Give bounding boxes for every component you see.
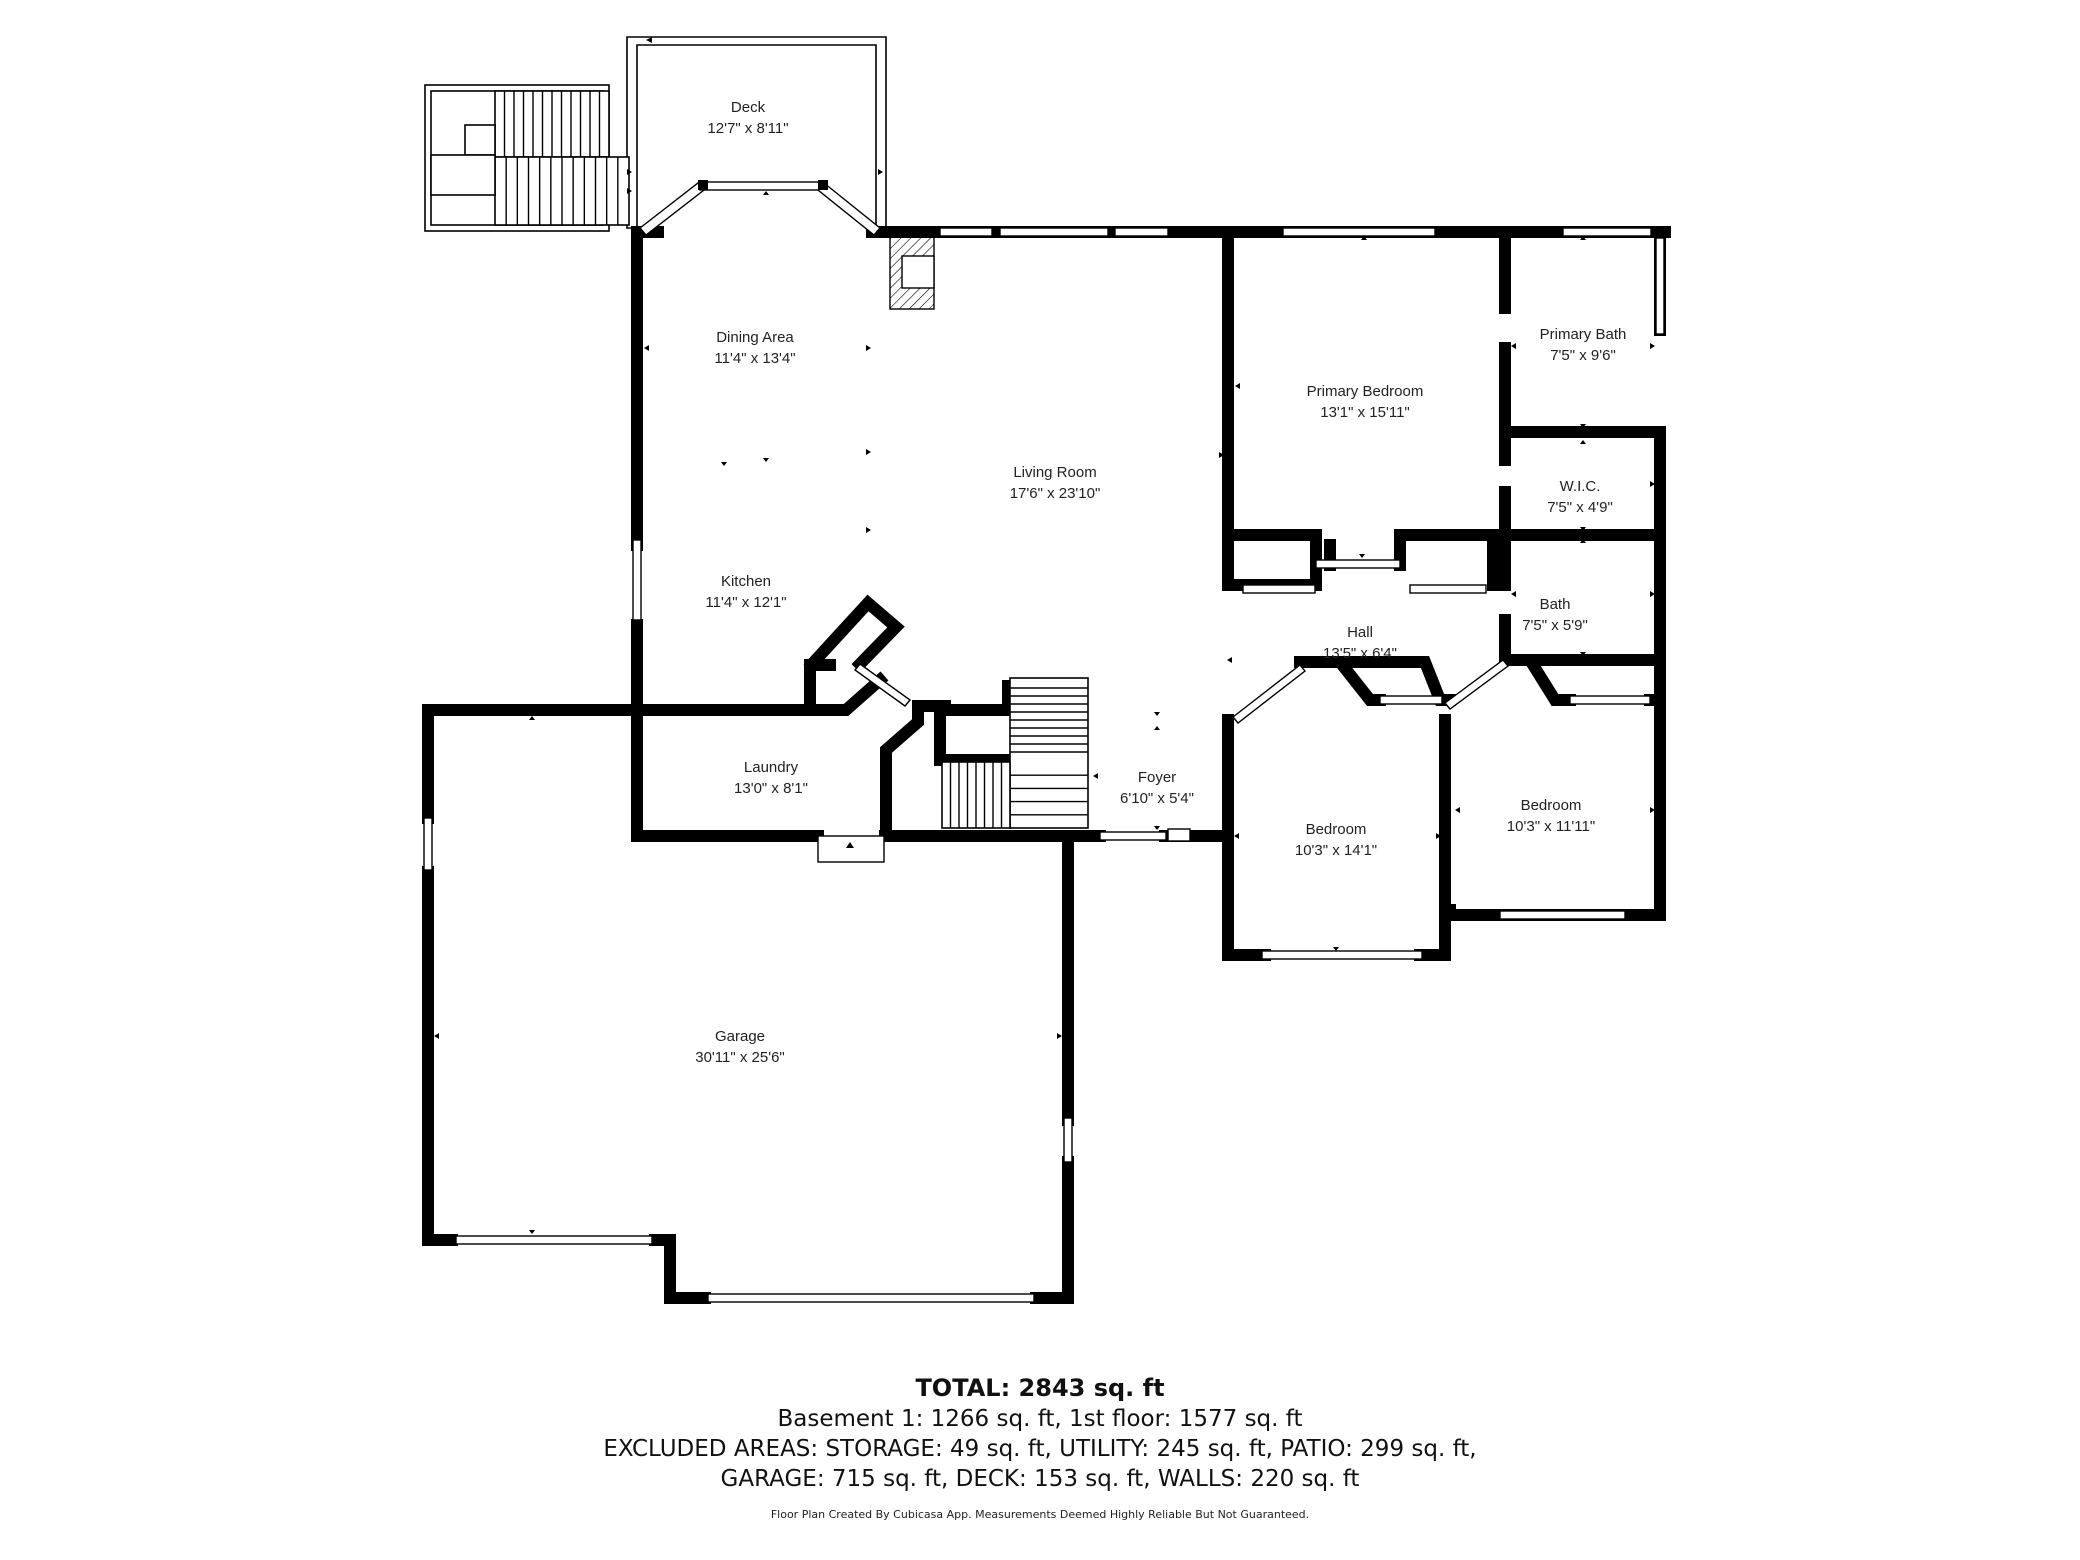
room-labels: Deck 12'7" x 8'11" Dining Area 11'4" x 1… [695,99,1626,1066]
dining-label: Dining Area [716,329,794,346]
bedroom-2-dimensions: 10'3" x 11'11" [1507,818,1595,835]
deck-dimensions: 12'7" x 8'11" [707,120,788,137]
floor-areas: Basement 1: 1266 sq. ft, 1st floor: 1577… [777,1406,1303,1432]
bedroom-1-dimensions: 10'3" x 14'1" [1295,842,1377,859]
garage-dimensions: 30'11" x 25'6" [695,1049,785,1066]
primary-bedroom-label: Primary Bedroom [1307,383,1424,400]
laundry-label: Laundry [744,759,799,776]
disclaimer: Floor Plan Created By Cubicasa App. Meas… [770,1508,1310,1521]
interior-stairs [941,677,1089,829]
primary-bedroom-dimensions: 13'1" x 15'11" [1320,404,1410,421]
hall-dimensions: 13'5" x 6'4" [1323,645,1397,662]
foyer-dimensions: 6'10" x 5'4" [1120,790,1194,807]
windows [423,227,1665,1303]
deck-label: Deck [731,99,766,116]
foyer-label: Foyer [1138,769,1176,786]
fireplace [889,235,935,310]
primary-bath-dimensions: 7'5" x 9'6" [1550,347,1616,364]
bath-label: Bath [1540,596,1571,613]
wic-label: W.I.C. [1560,478,1601,495]
total-area: TOTAL: 2843 sq. ft [915,1374,1165,1402]
kitchen-label: Kitchen [721,573,771,590]
kitchen-dimensions: 11'4" x 12'1" [705,594,786,611]
interior-stair-treads [949,687,1088,828]
measurement-ticks [434,37,1655,1234]
excluded-areas-line-1: EXCLUDED AREAS: STORAGE: 49 sq. ft, UTIL… [603,1436,1477,1462]
wic-dimensions: 7'5" x 4'9" [1547,499,1613,516]
dining-dimensions: 11'4" x 13'4" [714,350,795,367]
deck-structure [424,36,887,232]
hall-label: Hall [1347,624,1373,641]
area-summary: TOTAL: 2843 sq. ft Basement 1: 1266 sq. … [0,1372,2080,1521]
bedroom-2-label: Bedroom [1521,797,1582,814]
deck-stairs [503,91,619,225]
laundry-dimensions: 13'0" x 8'1" [734,780,808,797]
garage-label: Garage [715,1028,765,1045]
bay-window [638,180,882,236]
primary-bath-label: Primary Bath [1540,326,1627,343]
living-dimensions: 17'6" x 23'10" [1010,485,1101,502]
bedroom-1-label: Bedroom [1306,821,1367,838]
bath-dimensions: 7'5" x 5'9" [1522,617,1588,634]
angled-windows [853,659,1510,724]
living-label: Living Room [1013,464,1096,481]
excluded-areas-line-2: GARAGE: 715 sq. ft, DECK: 153 sq. ft, WA… [720,1466,1360,1492]
